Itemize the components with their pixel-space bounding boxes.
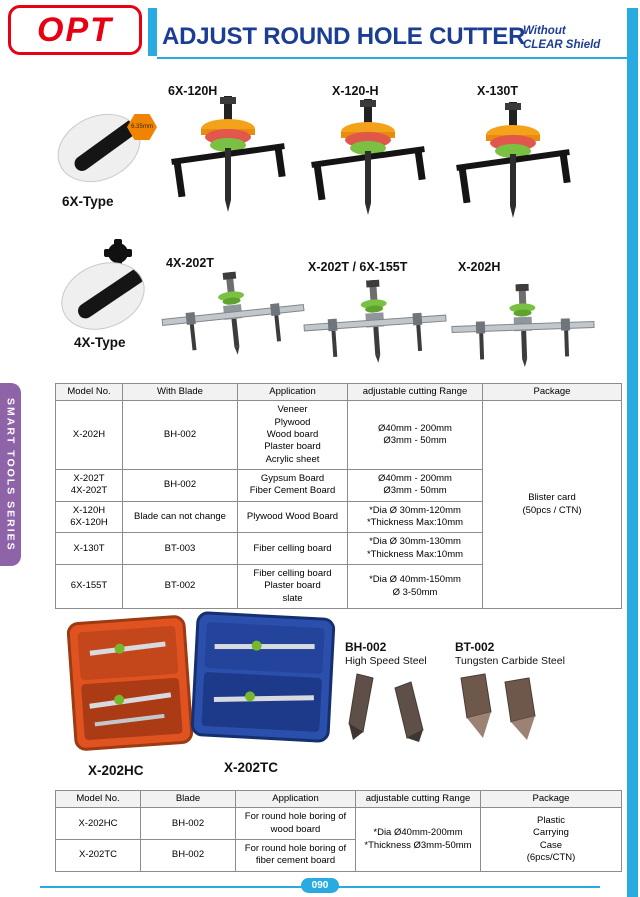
page-title: ADJUST ROUND HOLE CUTTER <box>162 23 526 50</box>
column-header-package: Package <box>482 382 622 402</box>
cell-application: Plywood Wood Board <box>237 500 348 534</box>
cell-model: X-130T <box>55 532 123 566</box>
cell-model: X-202HC <box>55 807 141 841</box>
product-image-bar-cutter <box>154 264 312 364</box>
cell-blade: BT-002 <box>122 564 238 610</box>
column-header-range: adjustable cutting Range <box>347 382 483 402</box>
brand-logo-text: OPT <box>37 10 113 49</box>
subtitle-line-1: Without <box>523 25 566 37</box>
page-edge-strip <box>627 8 638 897</box>
cell-application: For round hole boring of wood board <box>235 807 356 841</box>
product-image-hole-cutter <box>448 102 578 242</box>
cell-blade: Blade can not change <box>122 500 238 534</box>
table-row: 6X-155T BT-002 Fiber celling board Plast… <box>55 564 622 610</box>
header-divider <box>157 57 627 59</box>
product-label: X-202T / 6X-155T <box>308 260 408 274</box>
cell-blade: BH-002 <box>140 839 236 872</box>
table-row: X-202T 4X-202T BH-002 Gypsum Board Fiber… <box>55 469 622 502</box>
column-header-application: Application <box>237 382 348 402</box>
column-header-blade: Blade <box>140 789 236 809</box>
cell-model: X-120H 6X-120H <box>55 500 123 534</box>
case-label-orange: X-202HC <box>88 763 144 778</box>
table-row: X-202TC BH-002 For round hole boring of … <box>55 839 622 872</box>
column-header-range: adjustable cutting Range <box>355 789 481 809</box>
table-row: X-202H BH-002 Veneer Plywood Wood board … <box>55 400 622 610</box>
page-subtitle: Without CLEAR Shield <box>523 24 600 53</box>
case-image-blue <box>190 611 336 743</box>
cell-range: *Dia Ø 40mm-150mm Ø 3-50mm <box>347 564 483 610</box>
cell-range: *Dia Ø 30mm-130mm *Thickness Max:10mm <box>347 532 483 566</box>
cell-model: X-202TC <box>55 839 141 872</box>
cell-range: Ø40mm - 200mm Ø3mm - 50mm <box>347 469 483 502</box>
column-header-package: Package <box>480 789 622 809</box>
subtitle-line-2: CLEAR Shield <box>523 39 601 52</box>
page-number-badge: 090 <box>301 878 339 893</box>
round-shank-image <box>75 264 150 322</box>
product-label: X-120-H <box>332 84 379 98</box>
product-label: 6X-120H <box>168 84 218 98</box>
page-number: 090 <box>311 880 329 891</box>
column-header-blade: With Blade <box>122 382 238 402</box>
cell-application: Veneer Plywood Wood board Plaster board … <box>237 400 348 471</box>
column-header-model: Model No. <box>55 789 141 809</box>
product-image-bar-cutter <box>297 275 453 370</box>
case-image-orange <box>66 615 194 751</box>
hex-size-label: 6.35mm <box>131 124 153 130</box>
cell-model: 6X-155T <box>55 564 123 610</box>
blade-image-bh <box>345 672 440 744</box>
table-header-row: Model No. Blade Application adjustable c… <box>55 789 622 809</box>
blade-image-bt <box>455 672 550 744</box>
cell-application: For round hole boring of fiber cement bo… <box>235 839 356 872</box>
product-label: X-202H <box>458 260 501 274</box>
series-side-tab: SMART TOOLS SERIES <box>0 383 21 566</box>
cell-blade: BH-002 <box>122 469 238 502</box>
spec-table-main: Model No. With Blade Application adjusta… <box>55 382 622 610</box>
series-side-tab-label: SMART TOOLS SERIES <box>4 397 17 552</box>
blade-code-bt: BT-002 <box>455 640 495 654</box>
cell-application: Fiber celling board Plaster board slate <box>237 564 348 610</box>
cell-model: X-202T 4X-202T <box>55 469 123 502</box>
cell-range: *Dia Ø 30mm-120mm *Thickness Max:10mm <box>347 500 483 534</box>
product-label: 4X-202T <box>166 256 214 270</box>
table-row: X-130T BT-003 Fiber celling board *Dia Ø… <box>55 532 622 566</box>
title-accent-bar <box>148 8 157 56</box>
shank-type-label: 4X-Type <box>74 335 126 350</box>
cell-range: *Dia Ø40mm-200mm *Thickness Ø3mm-50mm <box>355 807 481 872</box>
cell-package: Blister card (50pcs / CTN) <box>482 400 622 610</box>
product-label: X-130T <box>477 84 518 98</box>
spec-table-cases: Model No. Blade Application adjustable c… <box>55 789 622 872</box>
cell-range: Ø40mm - 200mm Ø3mm - 50mm <box>347 400 483 471</box>
table-row: X-202HC BH-002 For round hole boring of … <box>55 807 622 872</box>
cell-blade: BH-002 <box>122 400 238 471</box>
product-image-bar-cutter <box>447 281 600 371</box>
brand-logo: OPT <box>8 5 142 55</box>
cell-application: Gypsum Board Fiber Cement Board <box>237 469 348 502</box>
product-image-hole-cutter <box>163 96 293 236</box>
shank-cross-section-icon <box>104 239 132 267</box>
cell-blade: BT-003 <box>122 532 238 566</box>
case-label-blue: X-202TC <box>224 760 279 775</box>
table-header-row: Model No. With Blade Application adjusta… <box>55 382 622 402</box>
blade-code-bh: BH-002 <box>345 640 387 654</box>
column-header-model: Model No. <box>55 382 123 402</box>
blade-name-bt: Tungsten Carbide Steel <box>455 655 565 667</box>
cell-package: Plastic Carrying Case (6pcs/CTN) <box>480 807 622 872</box>
cell-blade: BH-002 <box>140 807 236 841</box>
shank-type-label: 6X-Type <box>62 194 114 209</box>
product-image-hole-cutter <box>303 99 433 239</box>
shank-photo-4x <box>51 250 155 342</box>
blade-name-bh: High Speed Steel <box>345 655 427 667</box>
column-header-application: Application <box>235 789 356 809</box>
cell-application: Fiber celling board <box>237 532 348 566</box>
cell-model: X-202H <box>55 400 123 471</box>
